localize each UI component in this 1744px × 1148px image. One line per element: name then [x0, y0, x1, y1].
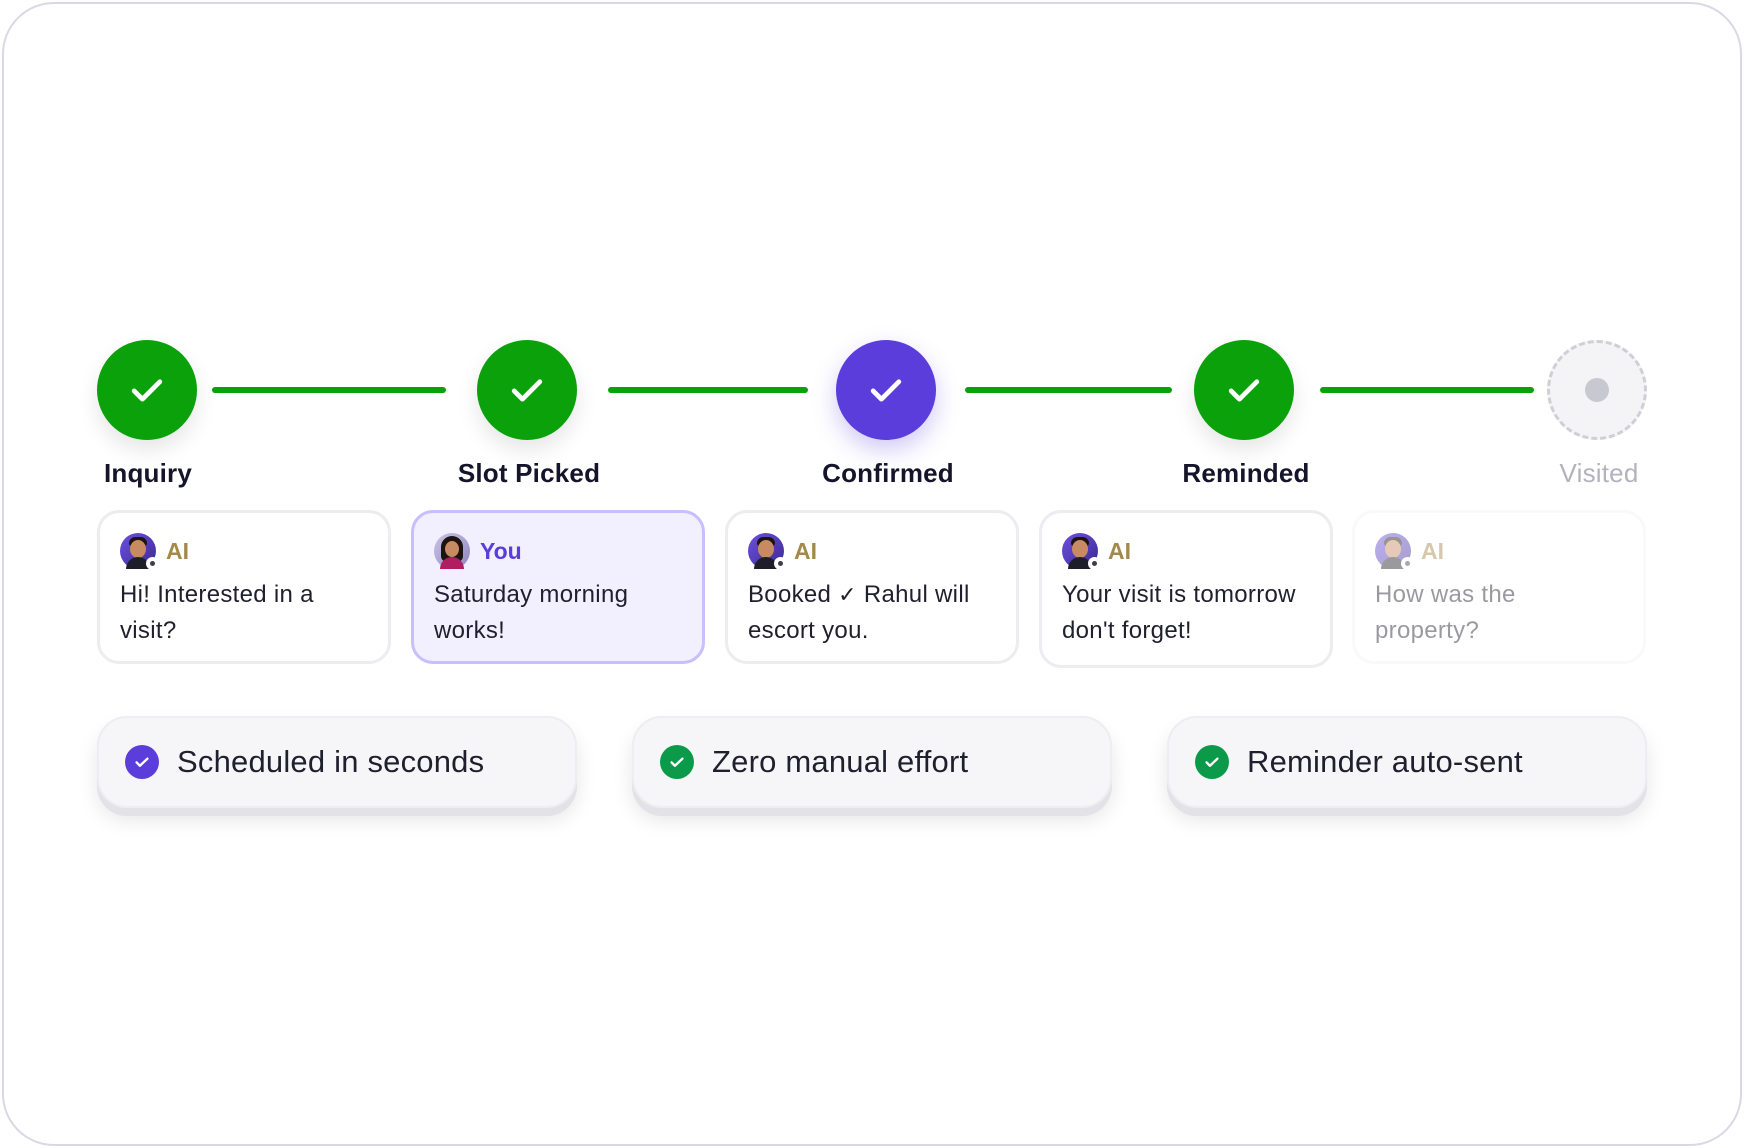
step-reminded-circle — [1194, 340, 1294, 440]
check-icon: ✓ — [838, 582, 857, 607]
message-text: Saturday morning works! — [434, 577, 682, 649]
ai-avatar — [1062, 533, 1098, 569]
message-card-confirmed: AI Booked ✓ Rahul will escort you. — [725, 510, 1019, 664]
step-visited-circle — [1547, 340, 1647, 440]
message-text: Hi! Interested in a visit? — [120, 577, 368, 649]
badge-scheduled: Scheduled in seconds — [97, 716, 577, 808]
step-connector-3 — [965, 387, 1172, 393]
check-circle-icon — [125, 745, 159, 779]
step-label-inquiry: Inquiry — [28, 458, 268, 489]
message-card-inquiry: AI Hi! Interested in a visit? — [97, 510, 391, 664]
badge-text: Zero manual effort — [712, 744, 968, 780]
step-connector-1 — [212, 387, 446, 393]
check-circle-icon — [660, 745, 694, 779]
step-label-visited: Visited — [1479, 458, 1719, 489]
step-label-slot-picked: Slot Picked — [409, 458, 649, 489]
check-icon — [1222, 368, 1266, 412]
message-text: Booked ✓ Rahul will escort you. — [748, 577, 996, 649]
status-indicator — [146, 557, 159, 570]
message-card-visited: AI How was the property? — [1352, 510, 1646, 664]
sender-label: AI — [166, 538, 189, 565]
step-connector-4 — [1320, 387, 1534, 393]
message-text: How was the property? — [1375, 577, 1623, 649]
badge-zero-effort: Zero manual effort — [632, 716, 1112, 808]
status-indicator — [774, 557, 787, 570]
check-icon — [125, 368, 169, 412]
status-indicator — [1401, 557, 1414, 570]
step-label-confirmed: Confirmed — [768, 458, 1008, 489]
message-text-part: Booked — [748, 581, 831, 608]
message-text: Your visit is tomorrow don't forget! — [1062, 577, 1310, 649]
step-confirmed-circle — [836, 340, 936, 440]
sender-label: AI — [794, 538, 817, 565]
badge-text: Reminder auto-sent — [1247, 744, 1523, 780]
message-card-slot-picked: You Saturday morning works! — [411, 510, 705, 664]
sender-label: AI — [1421, 538, 1444, 565]
step-label-reminded: Reminded — [1126, 458, 1366, 489]
check-circle-icon — [1195, 745, 1229, 779]
user-avatar — [434, 533, 470, 569]
ai-avatar — [1375, 533, 1411, 569]
ai-avatar — [120, 533, 156, 569]
badge-reminder: Reminder auto-sent — [1167, 716, 1647, 808]
sender-label: You — [480, 538, 522, 565]
check-icon — [864, 368, 908, 412]
message-card-reminded: AI Your visit is tomorrow don't forget! — [1039, 510, 1333, 668]
status-indicator — [1088, 557, 1101, 570]
badge-text: Scheduled in seconds — [177, 744, 484, 780]
step-connector-2 — [608, 387, 808, 393]
check-icon — [505, 368, 549, 412]
dot-icon — [1585, 378, 1609, 402]
sender-label: AI — [1108, 538, 1131, 565]
step-slot-picked-circle — [477, 340, 577, 440]
step-inquiry-circle — [97, 340, 197, 440]
ai-avatar — [748, 533, 784, 569]
